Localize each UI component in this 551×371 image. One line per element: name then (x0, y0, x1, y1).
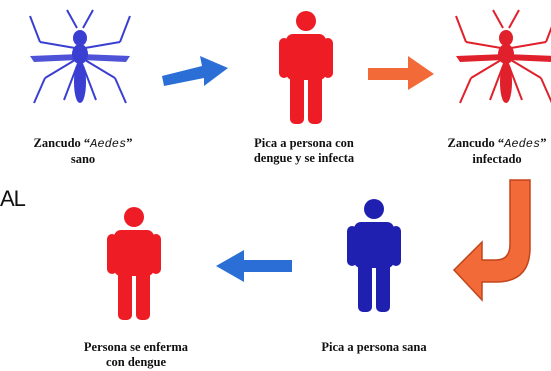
label-person-dengue: Pica a persona con dengue y se infecta (253, 136, 355, 165)
cropped-side-text: AL (0, 186, 26, 211)
person-healthy-icon (347, 199, 401, 312)
arrow-curve-down-icon (452, 179, 531, 302)
person-sick-icon (107, 207, 161, 320)
mosquito-infected-icon (455, 9, 551, 104)
label-mosquito-healthy: Zancudo “Aedes” sano (33, 136, 133, 166)
person-dengue-icon (279, 11, 333, 124)
label-person-healthy: Pica a persona sana (321, 340, 427, 354)
mosquito-healthy-icon (29, 9, 131, 104)
label-mosquito-infected: Zancudo “Aedes” infectado (447, 136, 547, 166)
arrow-right-1-icon (162, 56, 228, 86)
label-person-sick: Persona se enferma con dengue (83, 340, 189, 369)
arrow-right-2-icon (368, 56, 434, 90)
arrow-left-icon (216, 250, 292, 282)
